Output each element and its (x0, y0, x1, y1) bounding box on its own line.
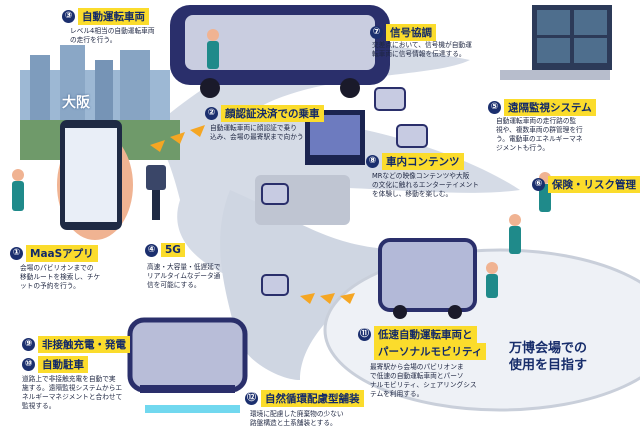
item-11-desc: 最寄駅から会場のパビリオンまで低速の自動運転車両とパーソ ナルモビリティ、シェア… (370, 363, 477, 398)
item-3-desc: レベル4相当の自動運転車両の走行を行う。 (70, 27, 155, 44)
item-1-label: ① MaaSアプリ (10, 245, 98, 262)
item-12-desc: 環境に配慮した廃棄物の少ない路盤構造と土系舗装とする。 (250, 410, 344, 427)
road-lower (220, 190, 410, 380)
item-2-desc: 自動運転車両に顔認証で乗り込み、会場の最寄駅まで向かう (210, 124, 304, 141)
item-11-label: ⑪ 低速自動運転車両と (358, 326, 477, 343)
goal-text: 万博会場での 使用を目指す (508, 341, 587, 373)
item-11-label-line2: パーソナルモビリティ (374, 343, 487, 360)
item-7-desc: 交差点において、信号機が自動運転車両に信号情報を伝達する。 (372, 41, 472, 58)
route-arrows (150, 125, 355, 304)
item-3-label: ③ 自動運転車両 (62, 8, 149, 25)
item-12-label: ⑫ 自然循環配慮型舗装 (245, 390, 364, 407)
item-9-label: ⑨ 非接触充電・発電 (22, 336, 130, 353)
item-10-label: ⑩ 自動駐車 (22, 356, 88, 373)
venue-border (323, 248, 640, 412)
item-2-label: ② 顔認証決済での乗車 (205, 105, 324, 122)
low-speed-bus (378, 238, 477, 319)
item-7-label: ⑦ 信号協調 (370, 24, 436, 41)
bus-top (170, 5, 390, 98)
item-5-label: ⑤ 遠隔監視システム (488, 99, 596, 116)
item-1-desc: 会場のパビリオンまでの移動ルートを検索し、チケットの予約を行う。 (20, 264, 101, 290)
item-8-desc: MRなどの映像コンテンツや大阪の文化に触れるエンターテイメントを体験し、移動を楽… (372, 172, 479, 198)
item-5-desc: 自動運転車両の走行路の監視や、複数車両の群管理を行 う。電動車のエネルギーマネジ… (496, 117, 583, 152)
item-8-label: ⑧ 車内コンテンツ (366, 153, 464, 170)
control-room (500, 5, 612, 80)
item-4-label: ④ 5G (145, 243, 185, 257)
item-4-desc: 高速・大容量・低遅延でリアルタイムなデータ通信を可能にする。 (147, 263, 221, 289)
antenna-tower (146, 165, 166, 220)
item-10-desc: 道路上で非接触充電を自動で実施する。遠隔監視システムからエ ネルギーマネジメント… (22, 375, 123, 410)
small-vehicles (261, 87, 428, 296)
city-label: 大阪 (62, 95, 90, 111)
item-6-label: ⑥ 保険・リスク管理 (532, 176, 640, 193)
bus-bottom (127, 317, 248, 413)
phone-illustration (57, 120, 133, 240)
